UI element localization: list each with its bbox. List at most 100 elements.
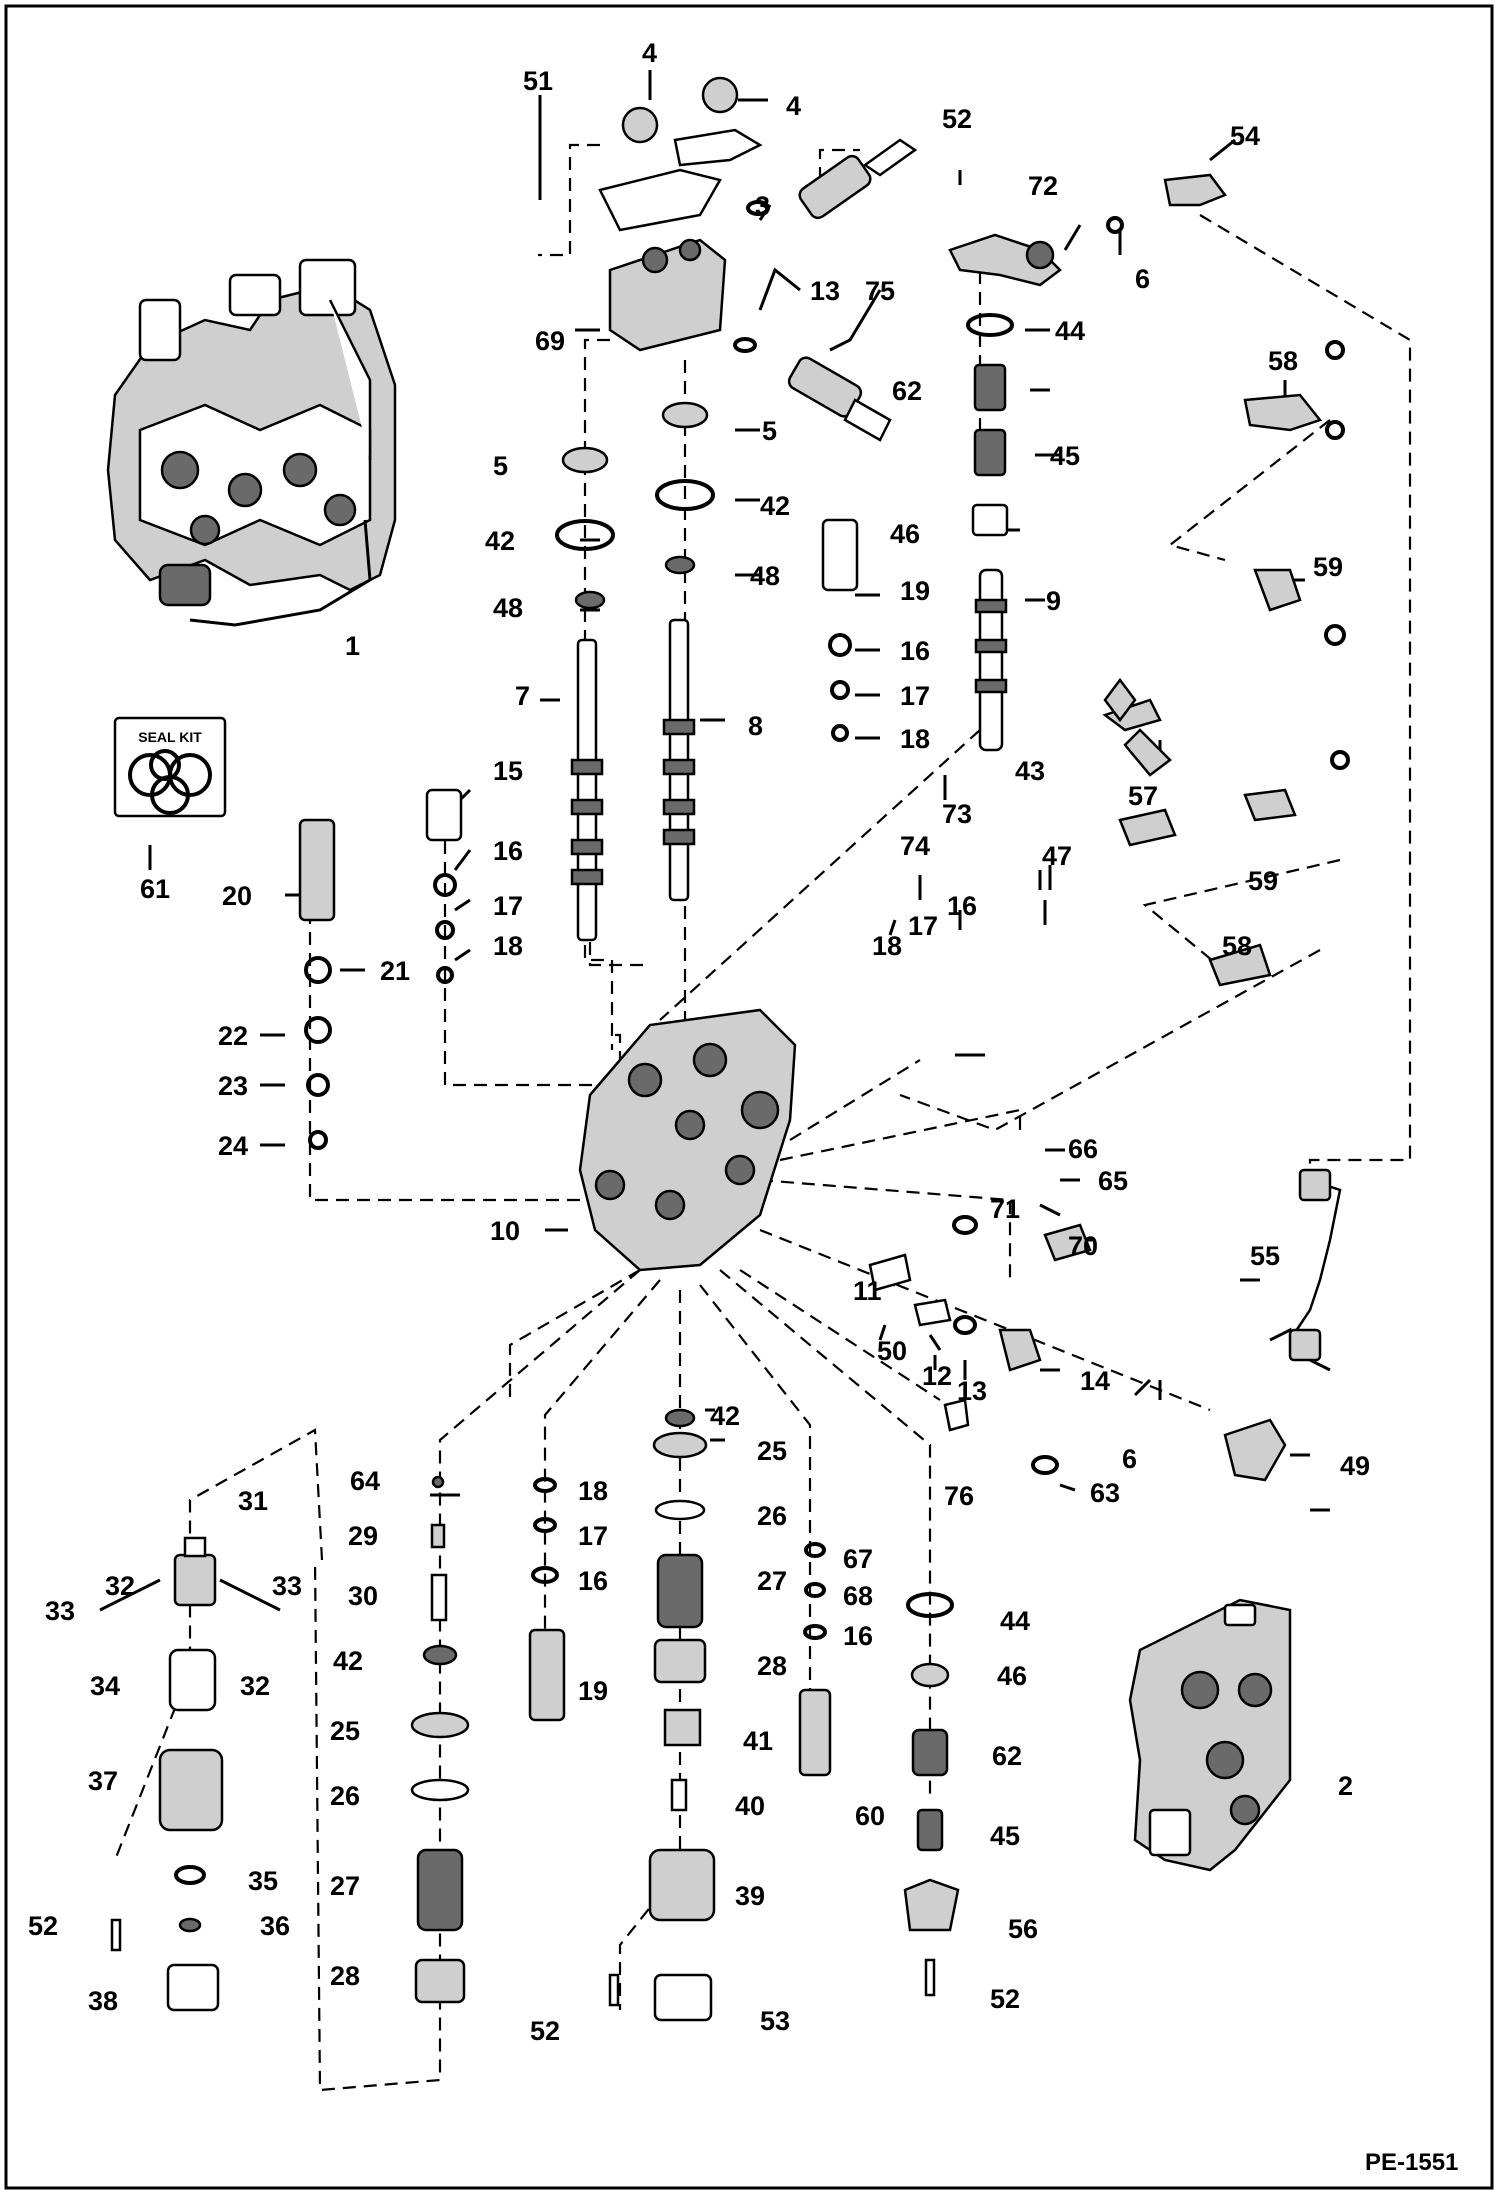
callout-35: 35 — [248, 1866, 278, 1896]
callout-19a: 19 — [900, 576, 930, 606]
callout-75: 75 — [865, 276, 895, 306]
callout-31: 31 — [238, 1486, 268, 1516]
callout-65: 65 — [1098, 1166, 1128, 1196]
callout-48b: 48 — [750, 561, 780, 591]
right-side-fittings-illustration — [868, 173, 1350, 1482]
callout-19b: 19 — [578, 1676, 608, 1706]
callout-53: 53 — [760, 2006, 790, 2036]
callout-66: 66 — [1068, 1134, 1098, 1164]
lower-middle-columns-illustration — [528, 1408, 832, 2022]
callout-25b: 25 — [330, 1716, 360, 1746]
callout-20: 20 — [222, 881, 252, 911]
lower-left-assembly-illustration — [99, 1536, 281, 2012]
callout-40: 40 — [735, 1791, 765, 1821]
main-valve-body-illustration — [578, 1008, 797, 1272]
callout-12: 12 — [922, 1361, 952, 1391]
callout-52b: 52 — [28, 1911, 58, 1941]
callout-8: 8 — [748, 711, 763, 741]
valve-section-illustration — [1128, 1598, 1292, 1872]
solenoid-cartridge-illustration — [787, 138, 918, 442]
callout-30: 30 — [348, 1581, 378, 1611]
callout-42d: 42 — [333, 1646, 363, 1676]
callout-16d: 16 — [578, 1566, 608, 1596]
seal-kit-label: SEAL KIT — [138, 729, 202, 745]
callout-42c: 42 — [710, 1401, 740, 1431]
callout-55: 55 — [1250, 1241, 1280, 1271]
callout-3: 3 — [755, 191, 770, 221]
callout-34: 34 — [90, 1671, 120, 1701]
callout-67: 67 — [843, 1544, 873, 1574]
reference-code: PE-1551 — [1365, 2149, 1458, 2176]
callout-46b: 46 — [997, 1661, 1027, 1691]
callout-22: 22 — [218, 1021, 248, 1051]
upper-small-parts-illustration — [298, 200, 1014, 1150]
callout-57: 57 — [1128, 781, 1158, 811]
callout-48a: 48 — [493, 593, 523, 623]
callout-62a: 62 — [892, 376, 922, 406]
callout-26a: 26 — [757, 1501, 787, 1531]
callout-17d: 17 — [578, 1521, 608, 1551]
callout-47: 47 — [1042, 841, 1072, 871]
callout-42b: 42 — [485, 526, 515, 556]
callout-2: 2 — [1338, 1771, 1353, 1801]
callout-6b: 6 — [1122, 1444, 1137, 1474]
callout-73: 73 — [942, 799, 972, 829]
callout-24: 24 — [218, 1131, 248, 1161]
callout-27a: 27 — [757, 1566, 787, 1596]
callout-59b: 59 — [1248, 866, 1278, 896]
callout-33a: 33 — [45, 1596, 75, 1626]
callout-44a: 44 — [1055, 316, 1085, 346]
callout-10: 10 — [490, 1216, 520, 1246]
callout-59a: 59 — [1313, 552, 1343, 582]
callout-68: 68 — [843, 1581, 873, 1611]
callout-46a: 46 — [890, 519, 920, 549]
callout-17a: 17 — [900, 681, 930, 711]
callout-58b: 58 — [1222, 931, 1252, 961]
callout-71: 71 — [990, 1194, 1020, 1224]
callout-16e: 16 — [843, 1621, 873, 1651]
callout-18b: 18 — [493, 931, 523, 961]
callout-69: 69 — [535, 326, 565, 356]
callout-25a: 25 — [757, 1436, 787, 1466]
callout-52a: 52 — [942, 104, 972, 134]
callout-18d: 18 — [578, 1476, 608, 1506]
callout-28a: 28 — [757, 1651, 787, 1681]
callout-76: 76 — [944, 1481, 974, 1511]
callout-23: 23 — [218, 1071, 248, 1101]
callout-70: 70 — [1068, 1231, 1098, 1261]
callout-11: 11 — [853, 1276, 882, 1306]
callout-14: 14 — [1080, 1366, 1110, 1396]
callout-52d: 52 — [990, 1984, 1020, 2014]
callout-32a: 32 — [105, 1571, 135, 1601]
callout-33b: 33 — [272, 1571, 302, 1601]
callout-45a: 45 — [1050, 441, 1080, 471]
page-border — [4, 4, 1494, 2190]
callout-4a: 4 — [642, 38, 657, 68]
callout-56: 56 — [1008, 1914, 1038, 1944]
leader-lines — [148, 70, 1331, 1512]
callout-13b: 13 — [957, 1376, 987, 1406]
callout-50: 50 — [877, 1336, 907, 1366]
callout-6a: 6 — [1135, 264, 1150, 294]
callout-5a: 5 — [762, 416, 777, 446]
callout-16c: 16 — [947, 891, 977, 921]
callout-27b: 27 — [330, 1871, 360, 1901]
callout-37: 37 — [88, 1766, 118, 1796]
callout-17c: 17 — [908, 911, 938, 941]
callout-39: 39 — [735, 1881, 765, 1911]
callout-72: 72 — [1028, 171, 1058, 201]
callout-44b: 44 — [1000, 1606, 1030, 1636]
callout-15: 15 — [493, 756, 523, 786]
callout-18c: 18 — [872, 931, 902, 961]
part-callouts: 1 2 3 4 4 5 5 6 6 7 8 9 10 11 12 13 13 1… — [28, 38, 1370, 2046]
seal-kit-illustration: SEAL KIT — [113, 716, 227, 818]
callout-28b: 28 — [330, 1961, 360, 1991]
callout-49: 49 — [1340, 1451, 1370, 1481]
callout-43: 43 — [1015, 756, 1045, 786]
callout-54: 54 — [1230, 121, 1260, 151]
callout-42a: 42 — [760, 491, 790, 521]
complete-valve-assembly-illustration — [106, 258, 397, 627]
callout-21: 21 — [380, 956, 410, 986]
callout-52c: 52 — [530, 2016, 560, 2046]
lower-right-column-illustration — [903, 1592, 960, 1997]
